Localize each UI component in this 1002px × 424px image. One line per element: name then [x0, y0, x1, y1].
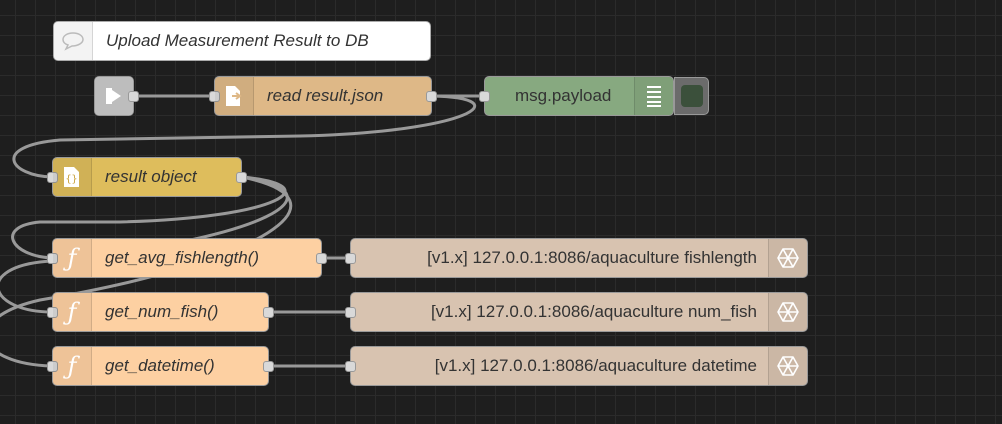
debug-node[interactable]: msg.payload [479, 76, 674, 116]
function-label: get_num_fish() [105, 302, 219, 321]
influx-input-port[interactable] [345, 253, 356, 264]
influxdb-icon [768, 347, 807, 385]
debug-toggle-button[interactable] [674, 77, 709, 115]
json-output-port[interactable] [236, 172, 247, 183]
function-output-port[interactable] [316, 253, 327, 264]
debug-label: msg.payload [515, 86, 612, 105]
influxdb-icon [768, 239, 807, 277]
influxdb-icon [768, 293, 807, 331]
comment-label: Upload Measurement Result to DB [106, 31, 369, 50]
influx-input-port[interactable] [345, 361, 356, 372]
read-file-output-port[interactable] [426, 91, 437, 102]
read-file-label: read result.json [267, 86, 384, 105]
influx-input-port[interactable] [345, 307, 356, 318]
comment-icon [54, 22, 93, 60]
function-input-port[interactable] [47, 361, 58, 372]
influx-node-num-fish[interactable]: [v1.x] 127.0.0.1:8086/aquaculture num_fi… [345, 292, 808, 332]
inject-output-port[interactable] [128, 91, 139, 102]
influx-label: [v1.x] 127.0.0.1:8086/aquaculture dateti… [434, 356, 757, 375]
json-node[interactable]: {} result object [47, 157, 247, 197]
function-icon: ƒ [53, 347, 92, 385]
function-label: get_avg_fishlength() [105, 248, 260, 267]
function-icon: ƒ [53, 239, 92, 277]
wire-json-to-fn3[interactable] [0, 175, 293, 368]
influx-label: [v1.x] 127.0.0.1:8086/aquaculture num_fi… [430, 302, 757, 321]
json-braces-icon: {} [53, 158, 92, 196]
debug-input-port[interactable] [479, 91, 490, 102]
influx-label: [v1.x] 127.0.0.1:8086/aquaculture fishle… [427, 248, 757, 267]
comment-node[interactable]: Upload Measurement Result to DB [53, 21, 431, 61]
function-node-avg-fishlength[interactable]: ƒ get_avg_fishlength() [47, 238, 327, 278]
function-icon: ƒ [53, 293, 92, 331]
file-in-icon [215, 77, 254, 115]
function-label: get_datetime() [105, 356, 215, 375]
influx-node-fishlength[interactable]: [v1.x] 127.0.0.1:8086/aquaculture fishle… [345, 238, 808, 278]
function-output-port[interactable] [263, 361, 274, 372]
json-label: result object [105, 167, 197, 186]
read-file-input-port[interactable] [209, 91, 220, 102]
function-input-port[interactable] [47, 307, 58, 318]
inject-arrow-icon [95, 77, 133, 115]
inject-node[interactable] [94, 76, 139, 116]
read-file-node[interactable]: read result.json [209, 76, 437, 116]
debug-list-icon [634, 77, 673, 115]
svg-text:{}: {} [65, 174, 77, 185]
function-output-port[interactable] [263, 307, 274, 318]
function-node-datetime[interactable]: ƒ get_datetime() [47, 346, 274, 386]
influx-node-datetime[interactable]: [v1.x] 127.0.0.1:8086/aquaculture dateti… [345, 346, 808, 386]
debug-toggle-indicator [680, 85, 703, 107]
function-input-port[interactable] [47, 253, 58, 264]
json-input-port[interactable] [47, 172, 58, 183]
wire-read-to-json[interactable] [12, 94, 477, 179]
wire-json-to-fn1[interactable] [11, 175, 287, 260]
function-node-num-fish[interactable]: ƒ get_num_fish() [47, 292, 274, 332]
